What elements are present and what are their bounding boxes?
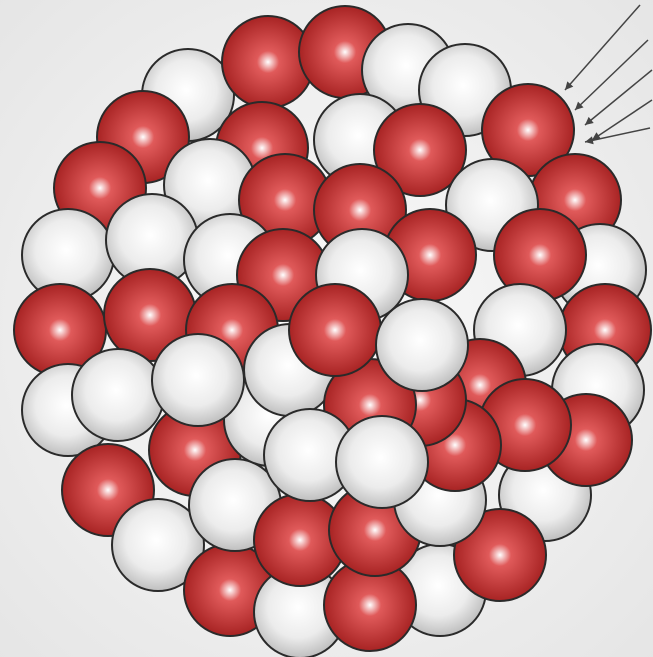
neutron (376, 299, 468, 391)
neutron (336, 416, 428, 508)
neutron (152, 334, 244, 426)
neutron (72, 349, 164, 441)
proton (289, 284, 381, 376)
